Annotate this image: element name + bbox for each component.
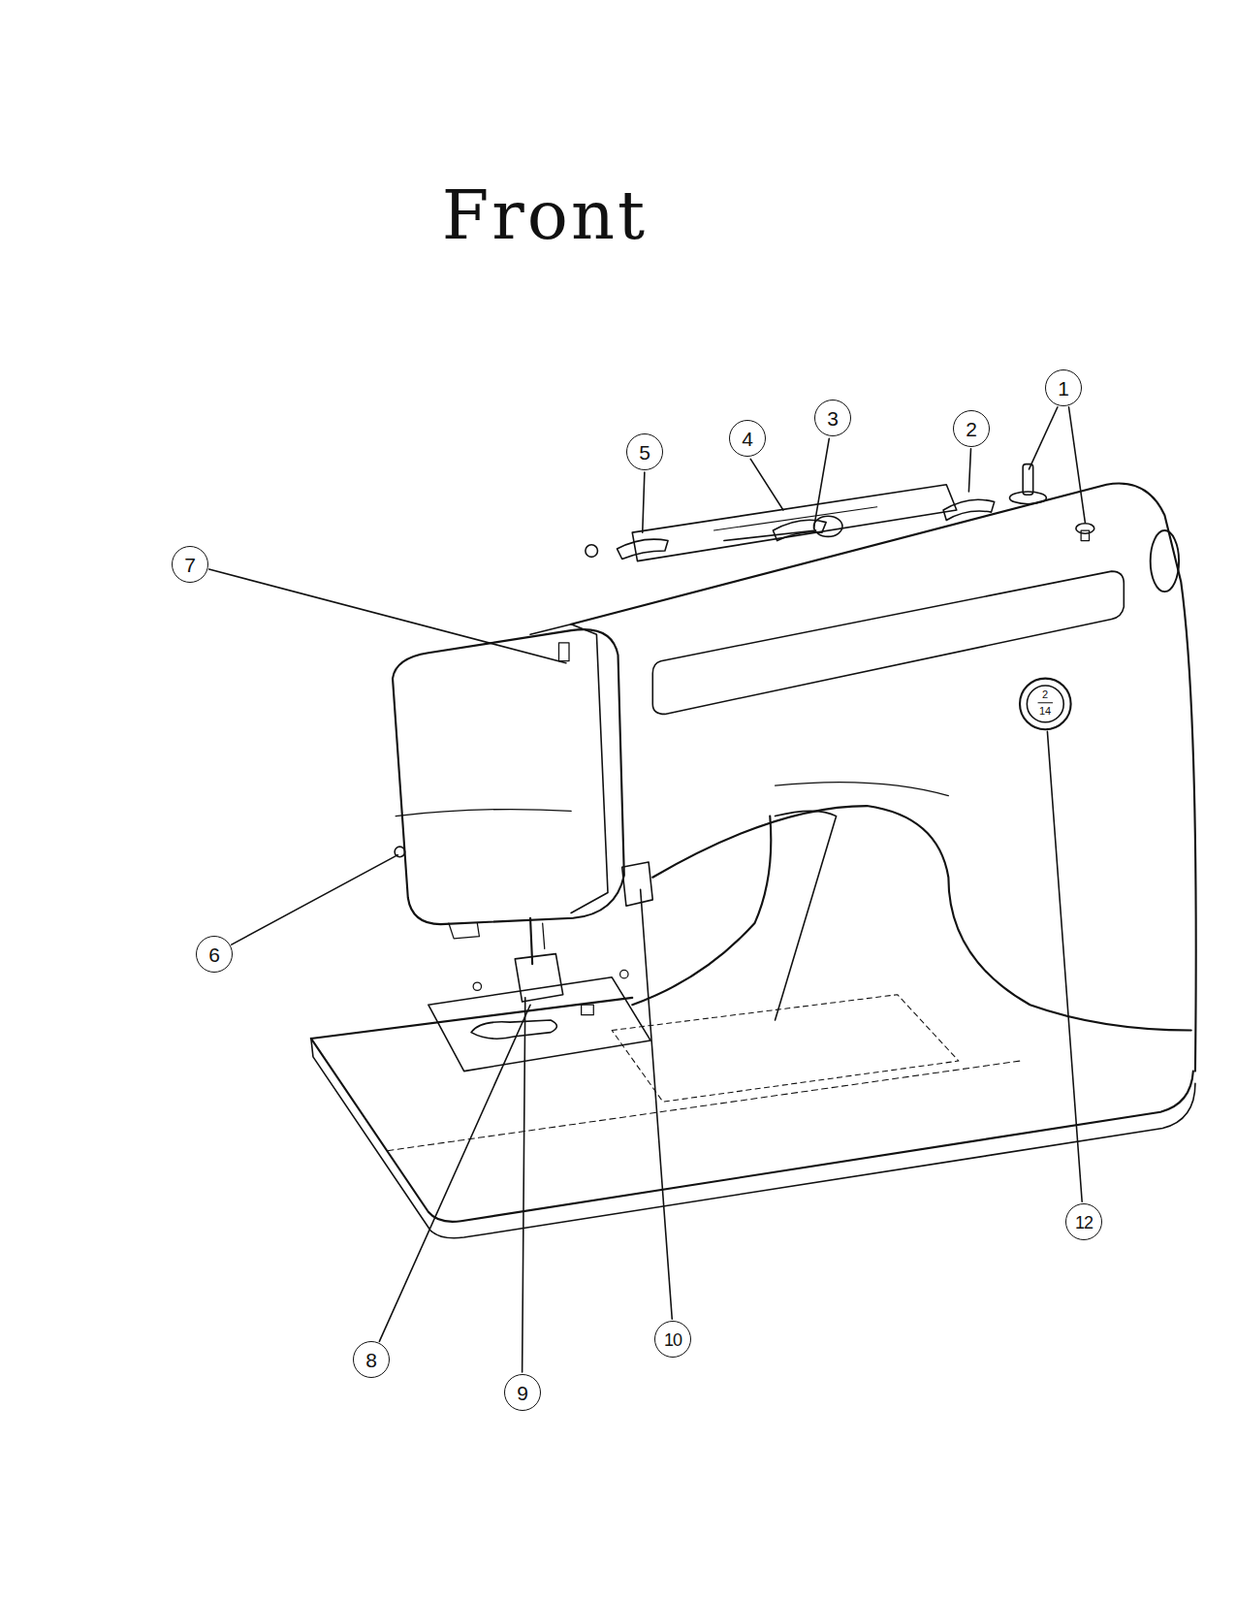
callout-number: 4 [728, 419, 766, 457]
leader-lines [209, 407, 1086, 1372]
callout-number: 8 [352, 1340, 390, 1378]
dial-marking: 14 [1039, 704, 1051, 717]
callout-number: 5 [626, 433, 664, 471]
dial-marking: 2 [1042, 688, 1048, 700]
title: Front [442, 175, 648, 255]
callout-number: 7 [171, 545, 209, 583]
callout-number: 6 [195, 935, 233, 973]
callout-number: 10 [654, 1320, 692, 1358]
callout-number: 3 [814, 399, 852, 437]
callout-number: 1 [1045, 369, 1082, 407]
callout-number: 2 [952, 410, 990, 447]
callout-number: 12 [1065, 1203, 1103, 1240]
callout-number: 9 [504, 1373, 541, 1411]
